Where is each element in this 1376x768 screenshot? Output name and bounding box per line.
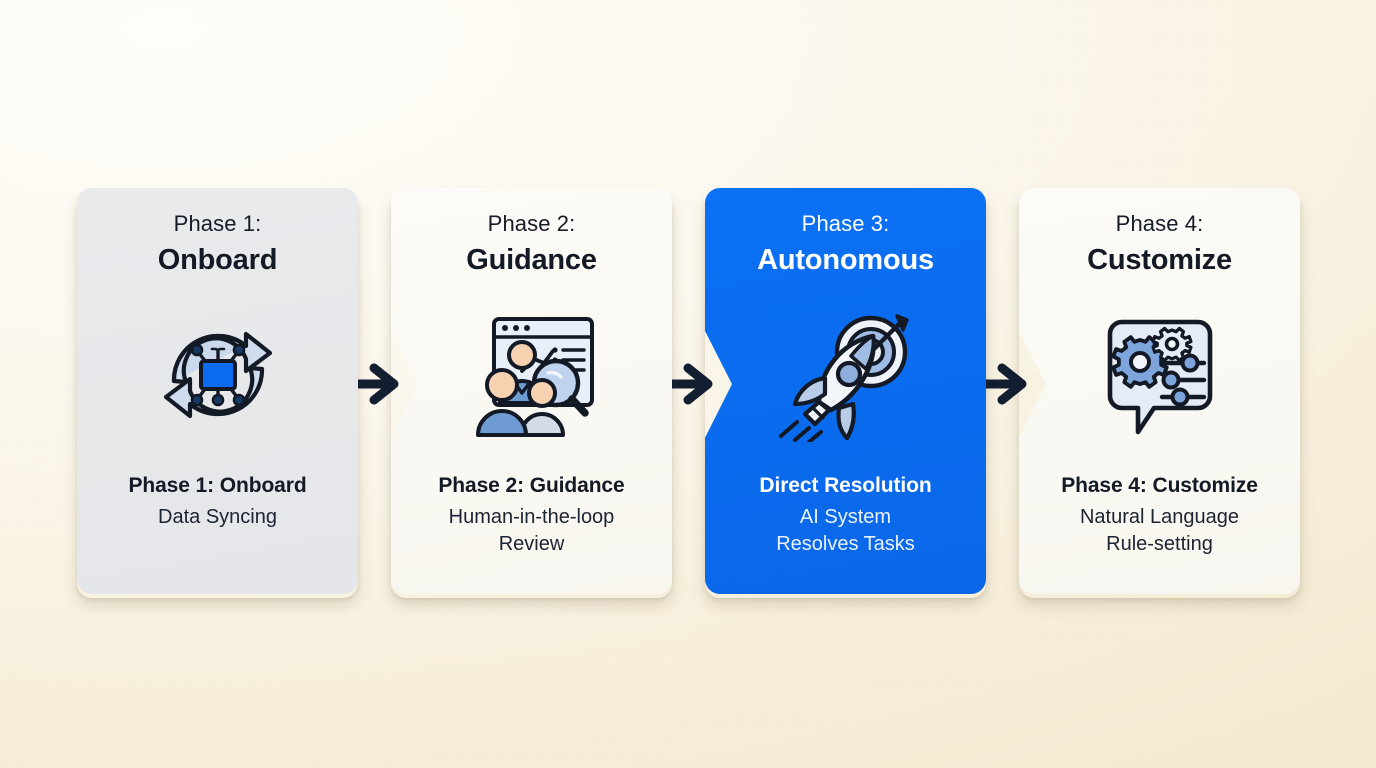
review-dashboard-people-icon: [447, 300, 617, 450]
footer-description: AI System Resolves Tasks: [776, 506, 915, 555]
phase-title: Guidance: [466, 244, 597, 276]
phase-title: Customize: [1087, 244, 1232, 276]
phase-kicker: Phase 4:: [1115, 211, 1204, 236]
sync-chip-icon: [133, 300, 303, 450]
footer-description: Natural Language Rule-setting: [1079, 506, 1239, 555]
rocket-target-icon: [761, 300, 931, 450]
phase-kicker: Phase 3:: [801, 211, 890, 236]
footer-title: Direct Resolution: [759, 474, 932, 497]
phase-title: Autonomous: [757, 244, 934, 276]
phase-card-autonomous[interactable]: Phase 3: Autonomous: [705, 188, 986, 594]
footer-description: Human-in-the-loop Review: [448, 506, 615, 555]
footer-title: Phase 4: Customize: [1061, 474, 1258, 497]
phase-card-onboard[interactable]: Phase 1: Onboard: [77, 188, 358, 594]
chat-gears-sliders-icon: [1075, 300, 1245, 450]
footer-description: Data Syncing: [158, 506, 277, 528]
footer-title: Phase 2: Guidance: [438, 474, 625, 497]
footer-title: Phase 1: Onboard: [128, 474, 307, 497]
phase-title: Onboard: [157, 244, 278, 276]
card-footer: Phase 4: Customize Natural Language Rule…: [1019, 472, 1300, 558]
phase-card-customize[interactable]: Phase 4: Customize: [1019, 188, 1300, 594]
phase-card-guidance[interactable]: Phase 2: Guidance: [391, 188, 672, 594]
phase-kicker: Phase 2:: [487, 211, 576, 236]
phase-kicker: Phase 1:: [173, 211, 262, 236]
card-footer: Phase 2: Guidance Human-in-the-loop Revi…: [391, 472, 672, 558]
card-footer: Direct Resolution AI System Resolves Tas…: [705, 472, 986, 558]
card-footer: Phase 1: Onboard Data Syncing: [77, 472, 358, 531]
